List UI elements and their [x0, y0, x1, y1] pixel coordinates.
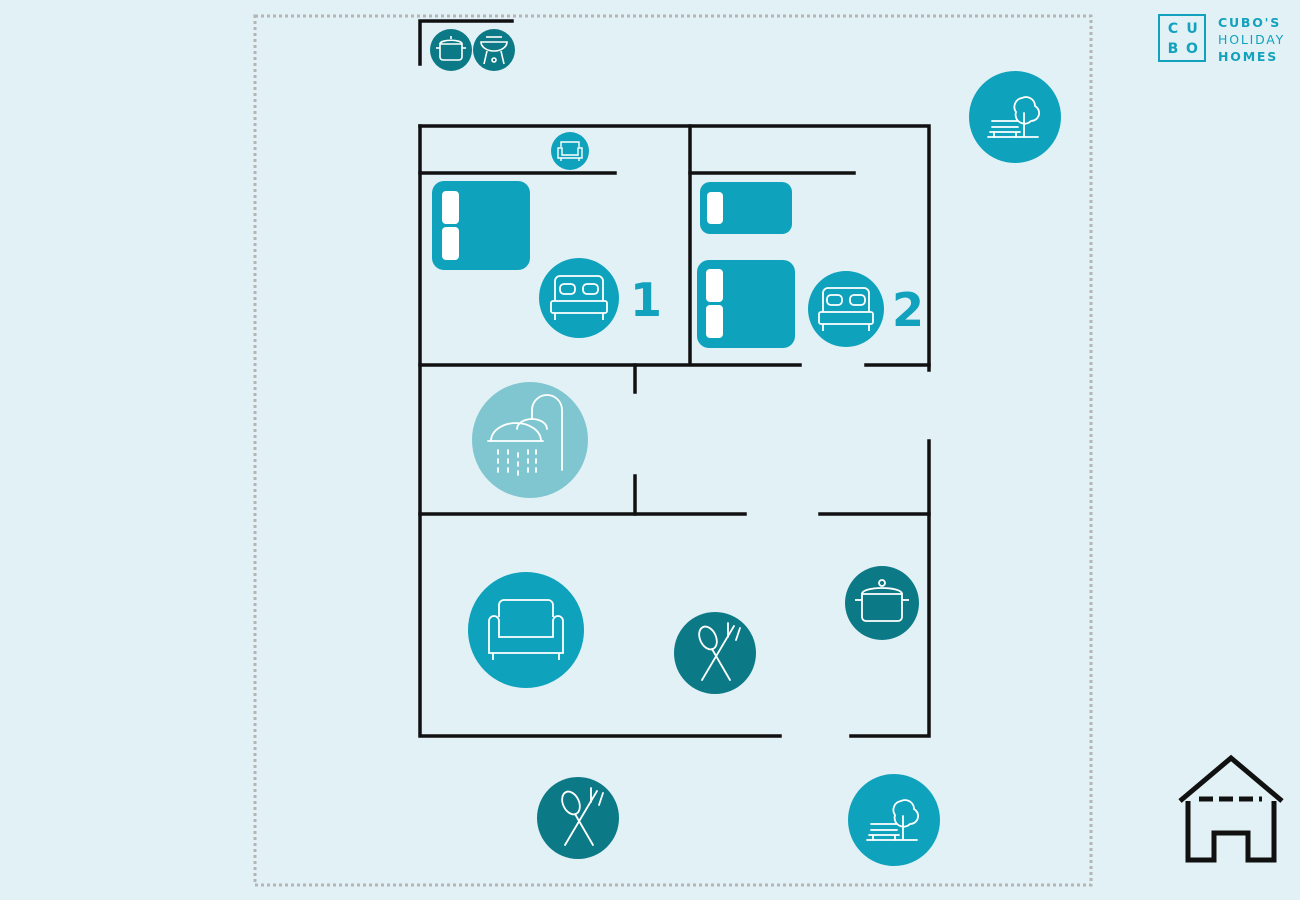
double-bed-bedroom-2 — [697, 260, 795, 348]
room-number-2: 2 — [892, 283, 924, 337]
bed-icon — [539, 258, 619, 338]
shower-icon — [472, 382, 588, 498]
garden-tree-bench-icon — [969, 71, 1061, 163]
outdoor-dining-icon — [537, 777, 619, 859]
logo-line-2: HOLIDAY — [1218, 32, 1286, 47]
pot-icon — [430, 29, 472, 71]
room-number-1: 1 — [630, 273, 662, 327]
bed-bedroom-1 — [432, 181, 530, 270]
logo-line-3: HOMES — [1218, 49, 1279, 64]
cubos-holiday-homes-logo: C U B O CUBO'S HOLIDAY HOMES — [1158, 14, 1298, 66]
house-icon — [1178, 754, 1284, 863]
double-bed-icon — [808, 271, 884, 347]
logo-letter-u: U — [1186, 21, 1198, 37]
armchair-icon — [551, 132, 589, 170]
walls — [418, 19, 931, 738]
kitchen-pot-icon — [845, 566, 919, 640]
garden-tree-bench-icon — [848, 774, 940, 866]
single-bed-bedroom-2 — [700, 182, 792, 234]
sofa-icon — [468, 572, 584, 688]
property-boundary — [253, 14, 1093, 887]
barbecue-grill-icon — [473, 29, 515, 71]
logo-letter-c: C — [1167, 21, 1179, 37]
logo-box: C U B O — [1158, 14, 1206, 62]
logo-letter-b: B — [1167, 41, 1179, 57]
dining-cutlery-icon — [674, 612, 756, 694]
logo-line-1: CUBO'S — [1218, 15, 1282, 30]
logo-letter-o: O — [1186, 41, 1198, 57]
